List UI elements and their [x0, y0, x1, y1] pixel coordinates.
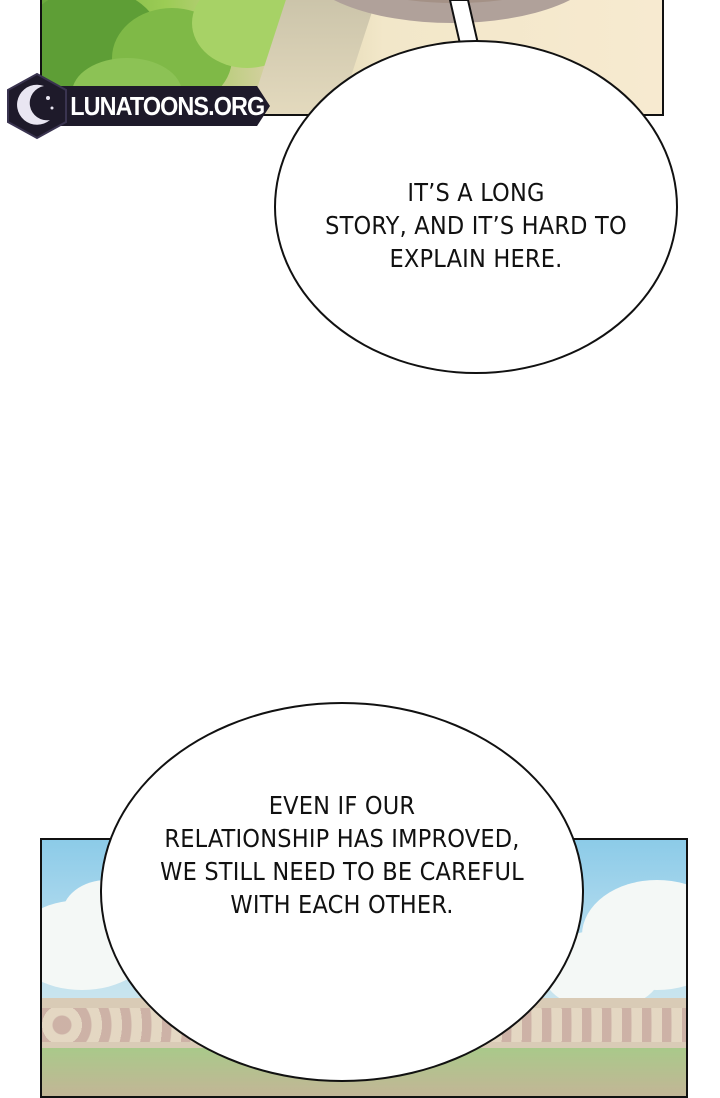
watermark: LUNATOONS.ORG [4, 72, 270, 140]
speech-bubble: EVEN IF OUR RELATIONSHIP HAS IMPROVED, W… [100, 702, 584, 1082]
crescent-moon-logo-icon [7, 72, 67, 140]
watermark-banner: LUNATOONS.ORG [54, 86, 270, 126]
speech-bubble-text: EVEN IF OUR RELATIONSHIP HAS IMPROVED, W… [160, 790, 524, 919]
speech-bubble: IT’S A LONG STORY, AND IT’S HARD TO EXPL… [274, 40, 678, 374]
watermark-text: LUNATOONS.ORG [70, 90, 265, 121]
speech-bubble-text: IT’S A LONG STORY, AND IT’S HARD TO EXPL… [325, 177, 627, 273]
